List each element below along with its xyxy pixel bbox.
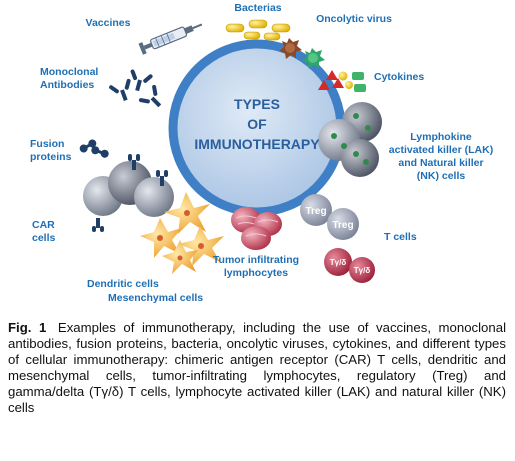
car-cells-icon: [83, 154, 174, 232]
bacteria-icon: [225, 19, 291, 41]
label-t-cells: T cells: [384, 231, 417, 243]
cytokine-icon: [318, 70, 366, 92]
label-cytokines: Cytokines: [374, 71, 425, 83]
label-vaccines: Vaccines: [85, 17, 131, 29]
syringe-icon: [138, 23, 203, 55]
virus-icon: [279, 38, 325, 69]
label-car-cells: CAR cells: [32, 219, 56, 244]
label-bacterias: Bacterias: [234, 2, 282, 14]
label-til: Tumor infiltrating lymphocytes: [212, 254, 300, 279]
label-fusion-proteins: Fusion proteins: [30, 138, 72, 163]
center-title: TYPES OF IMMUNOTHERAPY: [194, 96, 320, 152]
diagram: Treg Treg Tγ/δ Tγ/δ: [79, 19, 382, 283]
t-cells-icon: [300, 194, 375, 283]
gamma-delta-label-1: Tγ/δ: [330, 258, 347, 267]
figure-caption: Fig. 1 Examples of immunotherapy, includ…: [8, 320, 506, 416]
treg-label-2: Treg: [332, 220, 353, 231]
treg-label-1: Treg: [305, 206, 326, 217]
label-monoclonal-antibodies: Monoclonal Antibodies: [40, 66, 99, 91]
label-lak-nk: Lymphokine activated killer (LAK) and Na…: [388, 131, 494, 182]
label-oncolytic-virus: Oncolytic virus: [316, 13, 392, 25]
gamma-delta-label-2: Tγ/δ: [354, 266, 371, 275]
label-dendritic-cells: Dendritic cells: [87, 278, 159, 290]
fusion-protein-icon: [79, 139, 109, 158]
lak-nk-cells-icon: [318, 102, 382, 177]
caption-text: Examples of immunotherapy, including the…: [8, 320, 506, 415]
caption-figure-number: Fig. 1: [8, 320, 47, 335]
antibody-icon: [109, 69, 162, 108]
til-cells-icon: [231, 207, 282, 250]
dendritic-mesenchymal-cells-icon: [140, 192, 224, 274]
label-mesenchymal-cells: Mesenchymal cells: [108, 292, 204, 304]
